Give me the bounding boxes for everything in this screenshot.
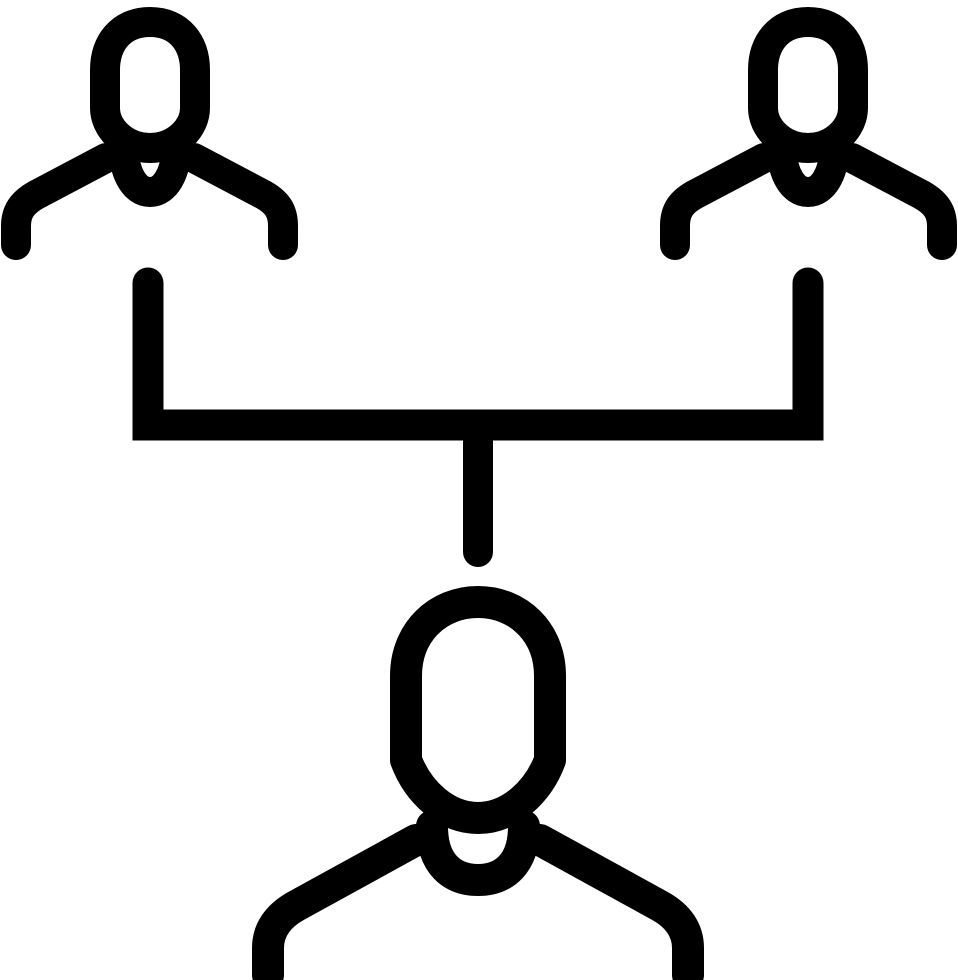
person-collar-bottom xyxy=(416,810,540,896)
person-head-bottom xyxy=(390,586,566,834)
person-shoulder-left-top-right xyxy=(660,143,779,260)
person-collar-top-left xyxy=(109,138,191,207)
person-icon-bottom xyxy=(252,586,704,980)
person-shoulder-right-bottom xyxy=(524,824,704,980)
person-shoulder-right-top-left xyxy=(179,143,298,260)
person-head-top-right xyxy=(748,7,868,163)
connector-lines xyxy=(132,267,824,567)
person-icon-top-right xyxy=(660,7,957,260)
person-icon-top-left xyxy=(1,7,298,260)
person-head-top-left xyxy=(90,7,210,163)
person-shoulder-right-top-right xyxy=(837,143,957,260)
connector-bracket xyxy=(132,267,824,441)
person-shoulder-left-bottom xyxy=(252,824,432,980)
person-shoulder-left-top-left xyxy=(1,143,121,260)
person-collar-top-right xyxy=(767,138,849,207)
